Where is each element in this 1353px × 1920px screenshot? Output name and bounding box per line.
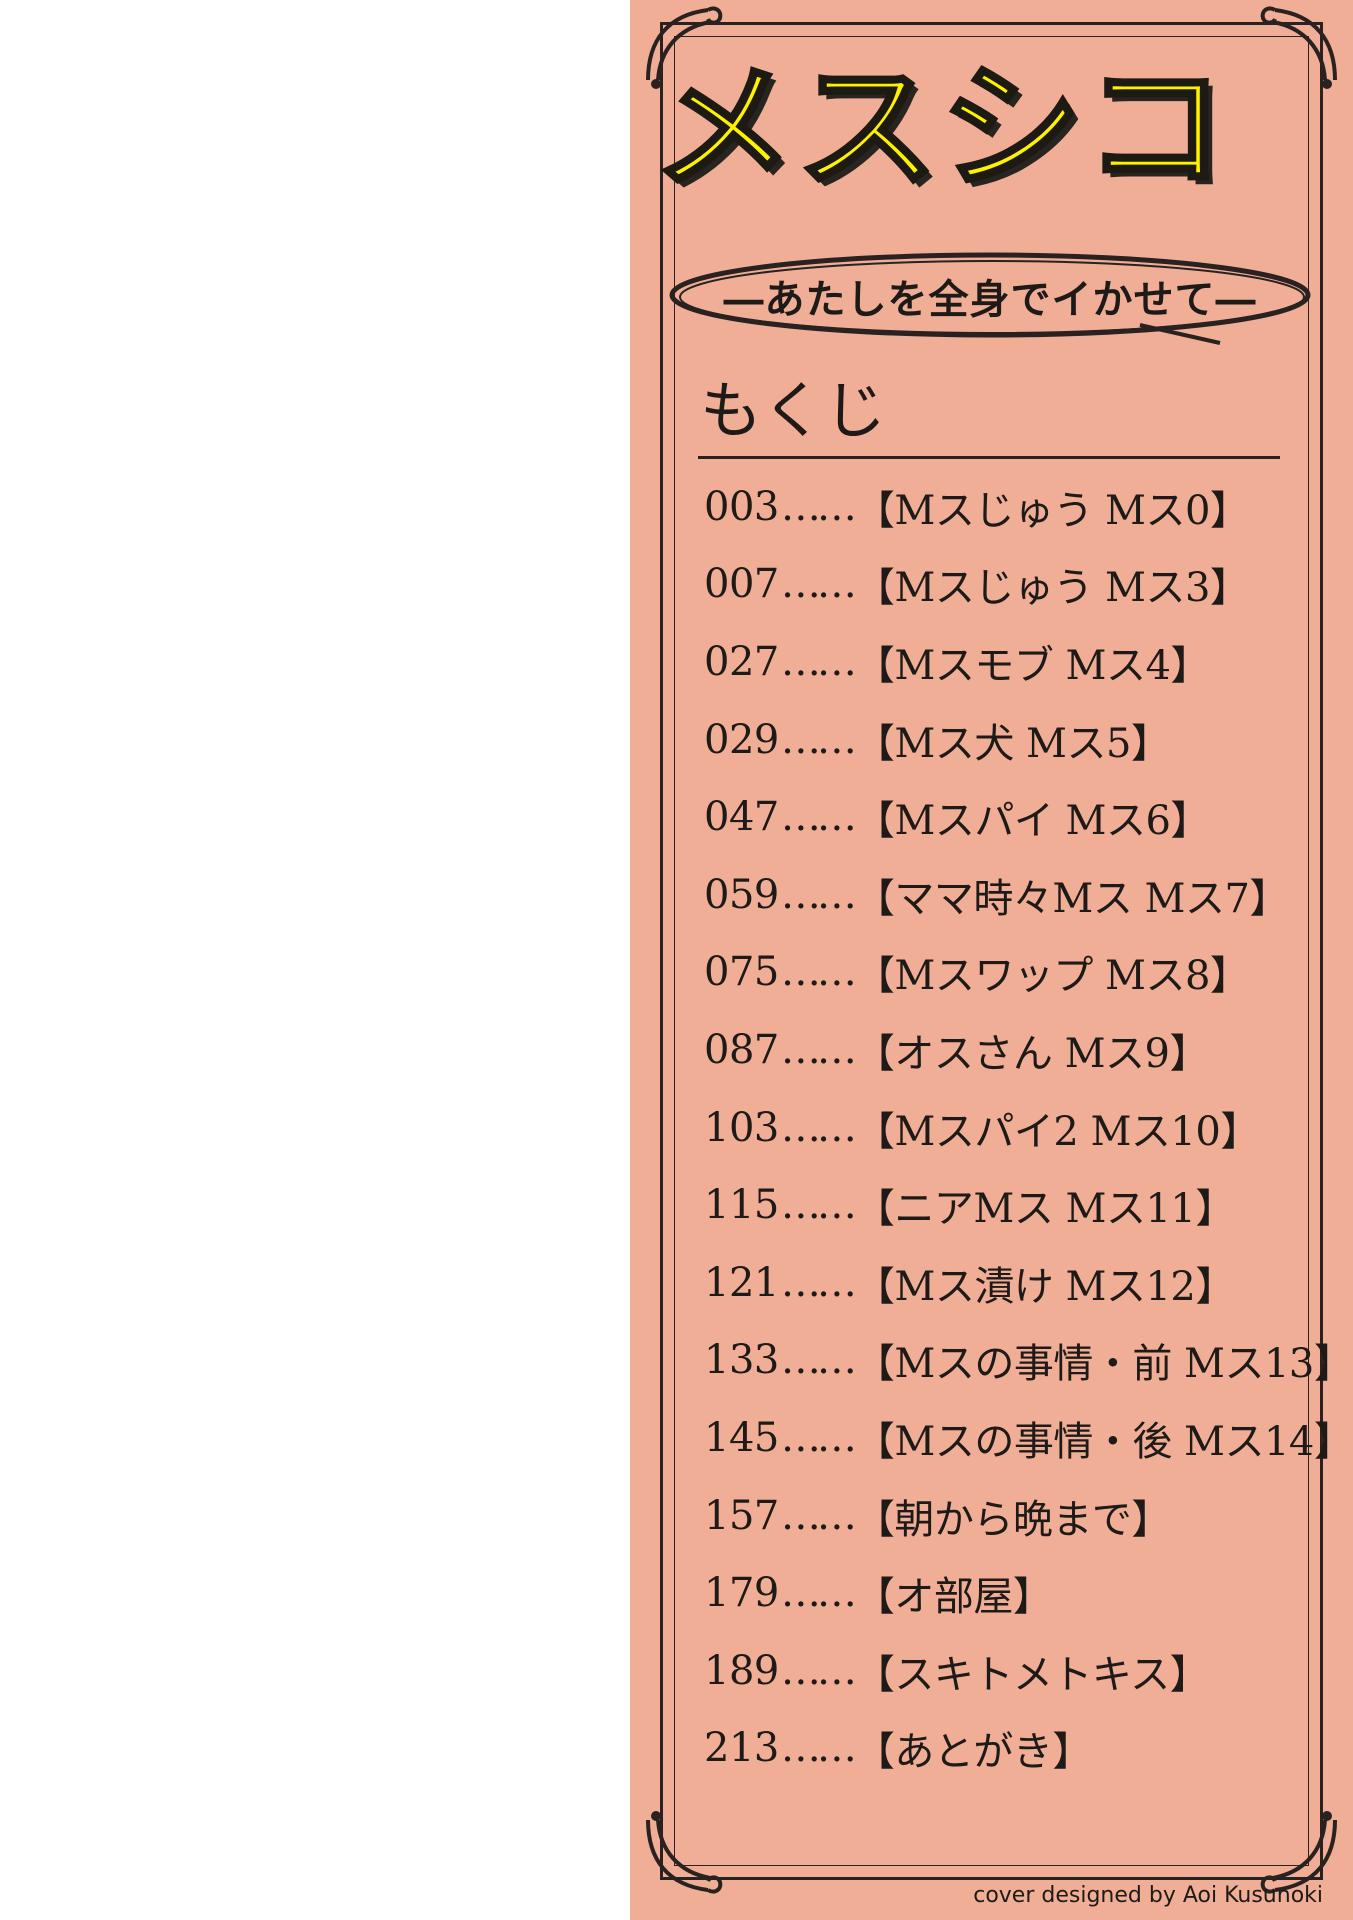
toc-page-number: 213: [704, 1725, 779, 1772]
book-title: メスシコ: [650, 49, 1228, 208]
toc-leader-dots: ……: [780, 871, 857, 918]
toc-entry: 075……【Mスワップ Mス8】: [704, 934, 1304, 1012]
toc-page-number: 115: [704, 1182, 779, 1229]
toc-chapter-title: 【Mス漬け Mス12】: [854, 1263, 1236, 1310]
toc-divider: [698, 456, 1280, 459]
toc-entry: 157……【朝から晩まで】: [704, 1477, 1304, 1555]
ornament-corner-icon: [646, 6, 723, 89]
toc-chapter-title: 【Mス犬 Mス5】: [854, 720, 1171, 767]
toc-entry: 087……【オスさん Mス9】: [704, 1011, 1304, 1089]
toc-entry: 007……【Mスじゅう Mス3】: [704, 546, 1304, 624]
toc-entry: 003……【Mスじゅう Mス0】: [704, 468, 1304, 546]
toc-entry: 179……【オ部屋】: [704, 1554, 1304, 1632]
toc-page-number: 047: [704, 794, 779, 841]
toc-chapter-title: 【Mスワップ Mス8】: [854, 953, 1250, 1000]
toc-entry: 027……【Mスモブ Mス4】: [704, 623, 1304, 701]
toc-leader-dots: ……: [780, 1492, 857, 1539]
toc-chapter-title: 【ニアMス Mス11】: [854, 1186, 1236, 1233]
toc-heading: もくじ: [700, 374, 887, 447]
toc-leader-dots: ……: [780, 483, 857, 530]
toc-leader-dots: ……: [780, 1259, 857, 1306]
toc-page-number: 087: [704, 1026, 779, 1073]
toc-entry: 059……【ママ時々Mス Mス7】: [704, 856, 1304, 934]
toc-chapter-title: 【朝から晩まで】: [854, 1496, 1172, 1543]
toc-chapter-title: 【オスさん Mス9】: [854, 1030, 1210, 1077]
toc-page-number: 003: [704, 483, 779, 530]
toc-page-number: 007: [704, 561, 779, 608]
toc-leader-dots: ……: [780, 1026, 857, 1073]
toc-leader-dots: ……: [780, 1570, 857, 1617]
toc-leader-dots: ……: [780, 1104, 857, 1151]
toc-entry: 103……【Mスパイ2 Mス10】: [704, 1089, 1304, 1167]
toc-leader-dots: ……: [780, 794, 857, 841]
cover-credit: cover designed by Aoi Kusunoki: [973, 1883, 1323, 1908]
toc-entry: 213……【あとがき】: [704, 1710, 1304, 1788]
ornament-corner-icon: [646, 1811, 723, 1894]
toc-leader-dots: ……: [780, 1647, 857, 1694]
subtitle-block: ―あたしを全身でイかせて―: [660, 245, 1320, 345]
toc-leader-dots: ……: [780, 638, 857, 685]
toc-page-number: 075: [704, 949, 779, 996]
toc-entry: 047……【Mスパイ Mス6】: [704, 778, 1304, 856]
toc-page-number: 027: [704, 638, 779, 685]
toc-page-number: 157: [704, 1492, 779, 1539]
toc-leader-dots: ……: [780, 1414, 857, 1461]
toc-entry: 145……【Mスの事情・後 Mス14】: [704, 1399, 1353, 1477]
toc-chapter-title: 【Mスの事情・後 Mス14】: [854, 1418, 1353, 1465]
toc-chapter-title: 【Mスじゅう Mス0】: [854, 487, 1250, 534]
book-subtitle: ―あたしを全身でイかせて―: [723, 276, 1257, 323]
toc-chapter-title: 【Mスパイ2 Mス10】: [854, 1108, 1260, 1155]
subtitle-ellipse: [669, 252, 1311, 345]
toc-chapter-title: 【Mスの事情・前 Mス13】: [854, 1341, 1353, 1388]
frame-inner: [674, 36, 1309, 1866]
toc-entry: 121……【Mス漬け Mス12】: [704, 1244, 1304, 1322]
toc-page-number: 059: [704, 871, 779, 918]
toc-leader-dots: ……: [780, 1725, 857, 1772]
toc-chapter-title: 【Mスモブ Mス4】: [854, 642, 1211, 689]
toc-leader-dots: ……: [780, 561, 857, 608]
toc-list: 003……【Mスじゅう Mス0】007……【Mスじゅう Mス3】027……【Mス…: [704, 468, 1353, 1788]
toc-chapter-title: 【スキトメトキス】: [854, 1651, 1210, 1698]
toc-page-number: 103: [704, 1104, 779, 1151]
toc-entry: 029……【Mス犬 Mス5】: [704, 701, 1304, 779]
toc-chapter-title: 【Mスじゅう Mス3】: [854, 565, 1250, 612]
toc-page-number: 179: [704, 1570, 779, 1617]
cover-panel: メスシコ ―あたしを全身でイかせて― もくじ 003……【Mスじゅう Mス0】0…: [630, 0, 1353, 1920]
toc-page-number: 189: [704, 1647, 779, 1694]
toc-chapter-title: 【Mスパイ Mス6】: [854, 798, 1211, 845]
toc-leader-dots: ……: [780, 949, 857, 996]
toc-leader-dots: ……: [780, 1337, 857, 1384]
ornament-corner-icon: [1260, 1811, 1337, 1894]
toc-page-number: 029: [704, 716, 779, 763]
toc-chapter-title: 【オ部屋】: [854, 1574, 1053, 1621]
toc-entry: 189……【スキトメトキス】: [704, 1632, 1304, 1710]
toc-chapter-title: 【ママ時々Mス Mス7】: [854, 875, 1290, 922]
frame-outer: [660, 22, 1323, 1880]
toc-entry: 133……【Mスの事情・前 Mス13】: [704, 1322, 1353, 1400]
toc-leader-dots: ……: [780, 716, 857, 763]
toc-page-number: 145: [704, 1414, 779, 1461]
ornament-corner-icon: [1260, 6, 1337, 89]
toc-entry: 115……【ニアMス Mス11】: [704, 1166, 1304, 1244]
toc-page-number: 133: [704, 1337, 779, 1384]
toc-page-number: 121: [704, 1259, 779, 1306]
toc-chapter-title: 【あとがき】: [854, 1729, 1093, 1776]
toc-leader-dots: ……: [780, 1182, 857, 1229]
